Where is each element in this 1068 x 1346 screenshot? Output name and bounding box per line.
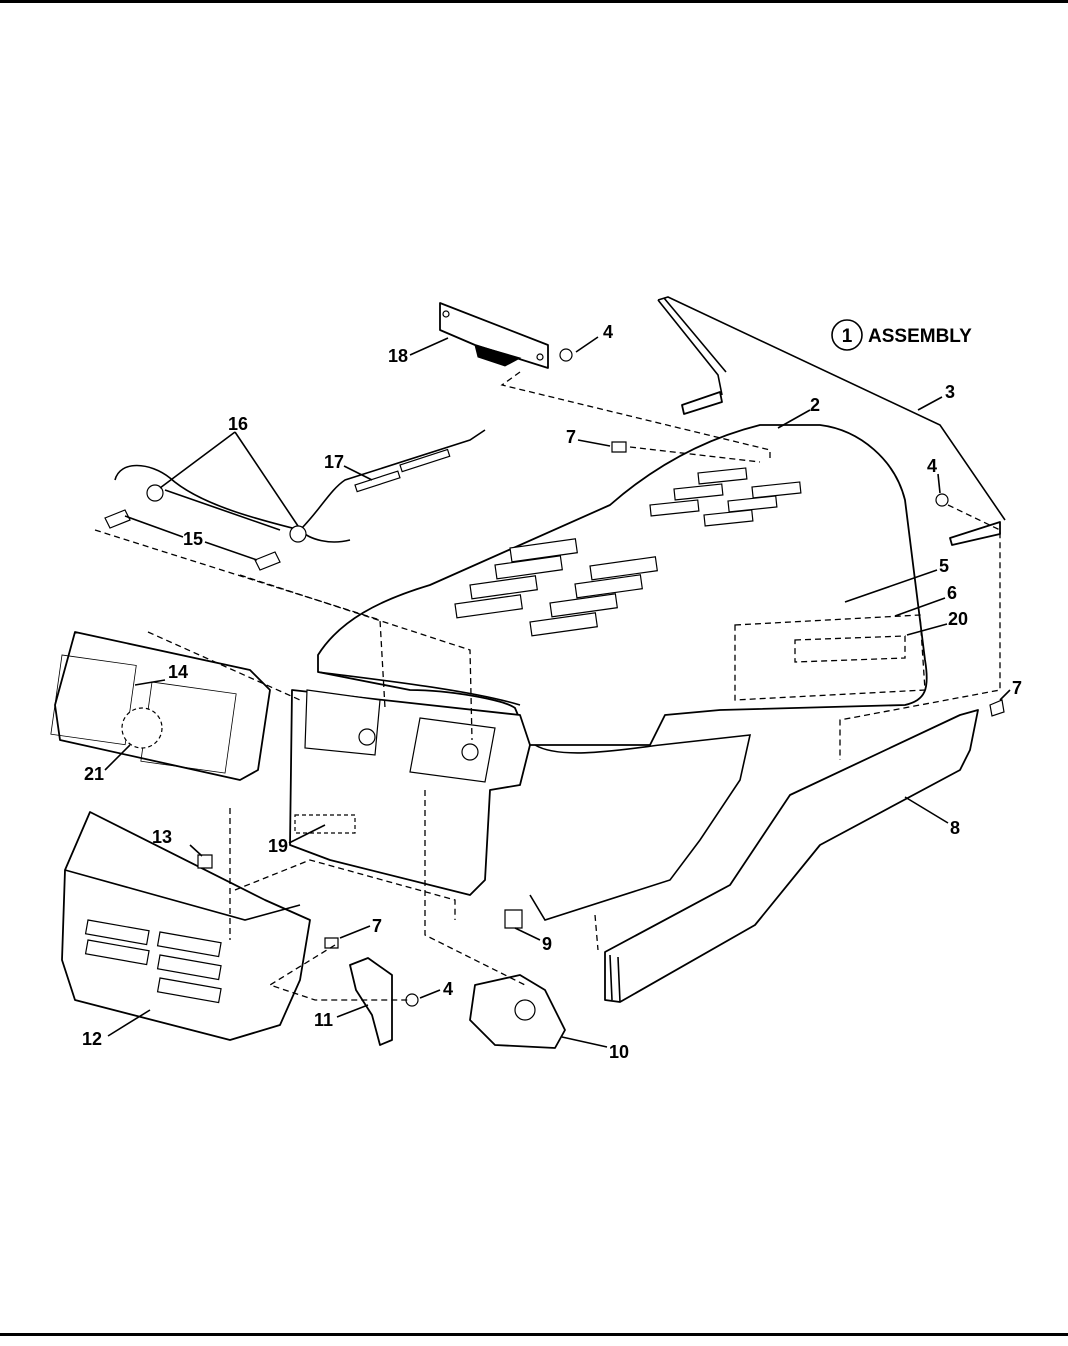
bracket-18-part xyxy=(439,302,549,369)
fasteners xyxy=(197,348,1005,1007)
screw-13-icon xyxy=(197,854,213,869)
callout-4-right: 4 xyxy=(927,456,937,476)
top-rule xyxy=(0,0,1068,3)
callout-19: 19 xyxy=(268,836,288,856)
callout-20: 20 xyxy=(948,609,968,629)
leader-lines xyxy=(104,336,1011,1048)
hood-vents-front xyxy=(454,538,658,637)
wiring-harness-part xyxy=(104,429,486,571)
grille-part xyxy=(50,631,271,781)
callout-14: 14 xyxy=(168,662,188,682)
nut-4-lower-icon xyxy=(405,993,419,1007)
bolt-7-right-icon xyxy=(989,699,1005,717)
callout-8: 8 xyxy=(950,818,960,838)
callout-13: 13 xyxy=(152,827,172,847)
callout-6: 6 xyxy=(947,583,957,603)
callout-15: 15 xyxy=(183,529,203,549)
callout-5: 5 xyxy=(939,556,949,576)
assembly-label: ASSEMBLY xyxy=(868,326,972,347)
callout-2: 2 xyxy=(810,395,820,415)
assembly-lines xyxy=(94,371,1001,1001)
hood-vents-rear xyxy=(649,467,802,527)
hood-part xyxy=(317,424,928,746)
callout-9: 9 xyxy=(542,934,552,954)
callout-4-lower: 4 xyxy=(443,979,453,999)
clip-9-icon xyxy=(504,909,523,929)
callout-11: 11 xyxy=(314,1010,333,1030)
nut-4-top-icon xyxy=(559,348,573,362)
callout-17: 17 xyxy=(324,452,344,472)
callout-10: 10 xyxy=(609,1042,629,1062)
callout-16: 16 xyxy=(228,414,248,434)
callout-7-lower: 7 xyxy=(372,916,382,936)
callout-18: 18 xyxy=(388,346,408,366)
bolt-7-top-icon xyxy=(611,441,627,453)
callout-4-top: 4 xyxy=(603,322,613,342)
front-housing-part xyxy=(289,689,531,896)
nut-4-right-icon xyxy=(935,493,949,507)
callout-21: 21 xyxy=(84,764,104,784)
assembly-number: 1 xyxy=(842,326,853,347)
bumper-part xyxy=(61,811,311,1041)
bottom-rule xyxy=(0,1333,1068,1336)
hood-skirt xyxy=(529,734,752,921)
callout-12: 12 xyxy=(82,1029,102,1049)
bracket-11-part xyxy=(349,957,393,1046)
support-rod-part xyxy=(657,296,1006,546)
assembly-number-circle xyxy=(831,319,863,351)
callout-3: 3 xyxy=(945,382,955,402)
callout-7-top: 7 xyxy=(566,427,576,447)
side-panel-part xyxy=(604,709,979,1003)
callout-7-right: 7 xyxy=(1012,678,1022,698)
